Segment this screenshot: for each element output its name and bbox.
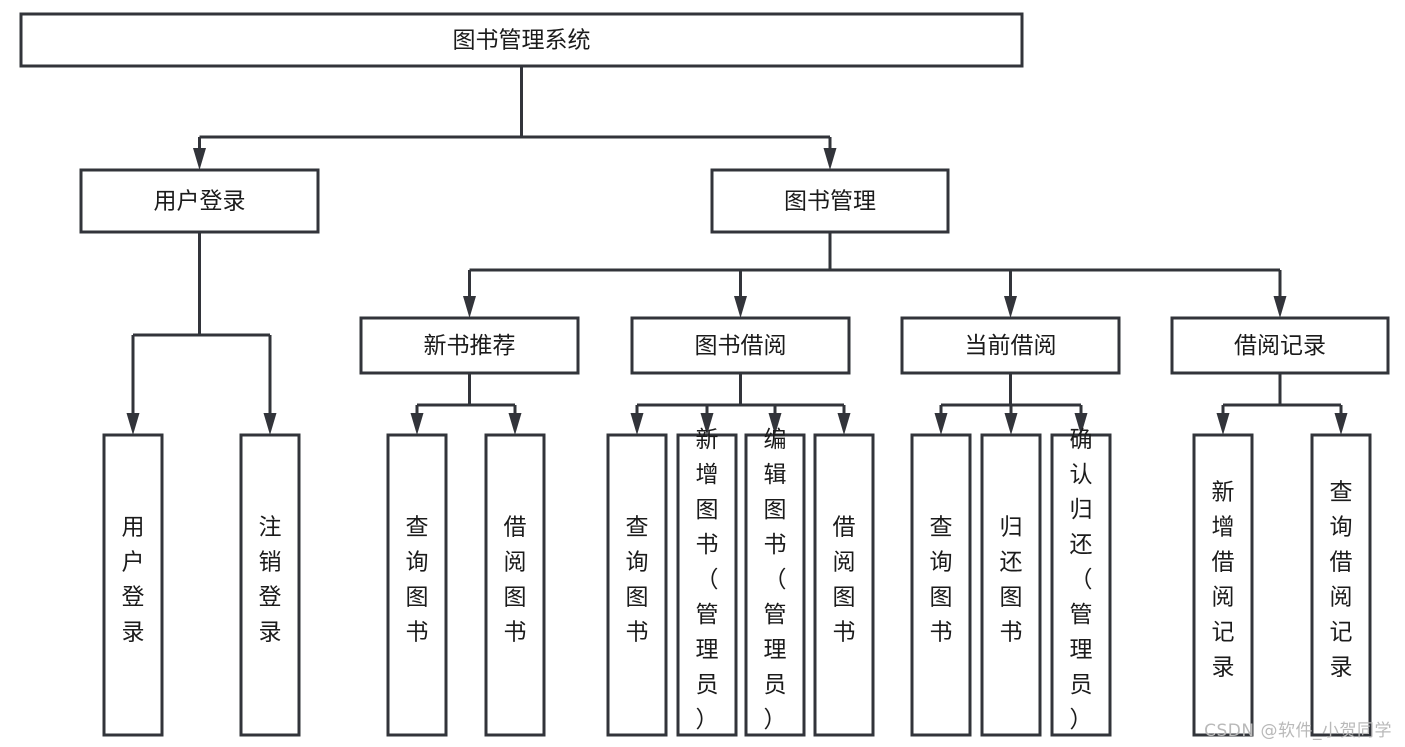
leaf-user-logout-box — [239, 433, 301, 737]
leaf-borrow-book-box — [813, 433, 875, 737]
node-borrow-records-label: 借阅记录 — [1234, 333, 1326, 359]
node-book-management-label: 图书管理 — [784, 189, 876, 215]
arrow-head-icon — [463, 296, 476, 318]
leaf-user-logout[interactable]: 注销登录 — [239, 433, 301, 737]
leaf-user-login-label: 用户登录 — [122, 515, 145, 646]
leaf-query-book-recommend[interactable]: 查询图书 — [386, 433, 448, 737]
leaf-query-book-borrow-label: 查询图书 — [626, 515, 649, 646]
leaf-edit-book-admin[interactable]: 编辑图书（管理员） — [744, 427, 806, 737]
node-root-library-system-label: 图书管理系统 — [453, 28, 591, 54]
node-book-borrow-label: 图书借阅 — [695, 333, 787, 359]
arrow-head-icon — [410, 413, 424, 435]
node-borrow-records-box — [1170, 316, 1390, 375]
leaf-return-book-label: 归还图书 — [1000, 515, 1023, 646]
leaf-borrow-book-recommend-label: 借阅图书 — [504, 515, 527, 646]
node-book-borrow-box — [630, 316, 851, 375]
node-user-login-box — [79, 168, 320, 234]
arrow-head-icon — [1004, 413, 1018, 435]
arrow-head-icon — [1216, 413, 1230, 435]
arrow-head-icon — [1004, 296, 1017, 318]
edge-borrow-records-to-leaves — [1216, 373, 1348, 435]
leaf-confirm-return-admin-label: 确认归还（管理员） — [1070, 427, 1093, 733]
leaf-borrow-book-recommend-box — [484, 433, 546, 737]
leaf-user-login[interactable]: 用户登录 — [102, 433, 164, 737]
leaf-borrow-book-label: 借阅图书 — [833, 515, 856, 646]
leaf-add-book-admin-label: 新增图书（管理员） — [696, 427, 719, 733]
arrow-head-icon — [1273, 296, 1287, 318]
leaf-query-book-recommend-box — [386, 433, 448, 737]
watermark-text: CSDN @软件_小贺同学 — [1204, 721, 1392, 741]
leaf-confirm-return-admin[interactable]: 确认归还（管理员） — [1050, 427, 1112, 737]
node-new-book-recommend-label: 新书推荐 — [424, 333, 516, 359]
node-user-login[interactable]: 用户登录 — [79, 168, 320, 234]
node-new-book-recommend-box — [359, 316, 580, 375]
leaf-return-book-box — [980, 433, 1042, 737]
leaf-query-book-current-box — [910, 433, 972, 737]
leaf-edit-book-admin-box — [744, 433, 806, 737]
arrow-head-icon — [837, 413, 851, 435]
leaf-borrow-book-recommend[interactable]: 借阅图书 — [484, 433, 546, 737]
arrow-head-icon — [508, 413, 522, 435]
leaf-add-borrow-record-box — [1192, 433, 1254, 737]
nodes-layer: 图书管理系统用户登录图书管理新书推荐图书借阅当前借阅借阅记录用户登录注销登录查询… — [19, 12, 1390, 737]
node-current-borrow-box — [900, 316, 1121, 375]
arrow-head-icon — [193, 148, 206, 170]
leaf-user-logout-label: 注销登录 — [259, 515, 282, 646]
edge-root-to-level2 — [193, 66, 837, 170]
leaf-return-book[interactable]: 归还图书 — [980, 433, 1042, 737]
arrow-head-icon — [126, 413, 140, 435]
arrow-head-icon — [1334, 413, 1348, 435]
node-book-borrow[interactable]: 图书借阅 — [630, 316, 851, 375]
node-new-book-recommend[interactable]: 新书推荐 — [359, 316, 580, 375]
arrow-head-icon — [823, 148, 837, 170]
leaf-edit-book-admin-label: 编辑图书（管理员） — [764, 427, 787, 733]
arrow-head-icon — [263, 413, 277, 435]
leaf-query-book-current[interactable]: 查询图书 — [910, 433, 972, 737]
edge-current-borrow-to-leaves — [934, 373, 1088, 435]
edge-new-book-recommend-to-leaves — [410, 373, 522, 435]
leaf-add-book-admin[interactable]: 新增图书（管理员） — [676, 427, 738, 737]
leaf-query-borrow-record-label: 查询借阅记录 — [1330, 480, 1353, 681]
node-book-management-box — [710, 168, 950, 234]
edge-book-borrow-to-leaves — [630, 373, 851, 435]
leaf-add-book-admin-box — [676, 433, 738, 737]
leaf-query-book-borrow[interactable]: 查询图书 — [606, 433, 668, 737]
edge-book-management-to-level3 — [463, 232, 1287, 318]
node-book-management[interactable]: 图书管理 — [710, 168, 950, 234]
node-root-library-system[interactable]: 图书管理系统 — [19, 12, 1024, 68]
node-current-borrow-label: 当前借阅 — [965, 333, 1057, 359]
node-current-borrow[interactable]: 当前借阅 — [900, 316, 1121, 375]
leaf-query-book-recommend-label: 查询图书 — [406, 515, 429, 646]
node-root-library-system-box — [19, 12, 1024, 68]
leaf-query-borrow-record-box — [1310, 433, 1372, 737]
leaf-confirm-return-admin-box — [1050, 433, 1112, 737]
leaf-query-borrow-record[interactable]: 查询借阅记录 — [1310, 433, 1372, 737]
edge-user-login-to-leaves — [126, 232, 277, 435]
arrow-head-icon — [700, 413, 714, 435]
leaf-user-login-box — [102, 433, 164, 737]
leaf-add-borrow-record-label: 新增借阅记录 — [1212, 480, 1235, 681]
arrow-head-icon — [734, 296, 747, 318]
leaf-query-book-borrow-box — [606, 433, 668, 737]
node-user-login-label: 用户登录 — [154, 189, 246, 215]
arrow-head-icon — [934, 413, 948, 435]
node-borrow-records[interactable]: 借阅记录 — [1170, 316, 1390, 375]
leaf-borrow-book[interactable]: 借阅图书 — [813, 433, 875, 737]
arrow-head-icon — [1074, 413, 1088, 435]
leaf-query-book-current-label: 查询图书 — [930, 515, 953, 646]
arrow-head-icon — [630, 413, 644, 435]
connectors-layer — [126, 66, 1348, 435]
leaf-add-borrow-record[interactable]: 新增借阅记录 — [1192, 433, 1254, 737]
arrow-head-icon — [768, 413, 782, 435]
